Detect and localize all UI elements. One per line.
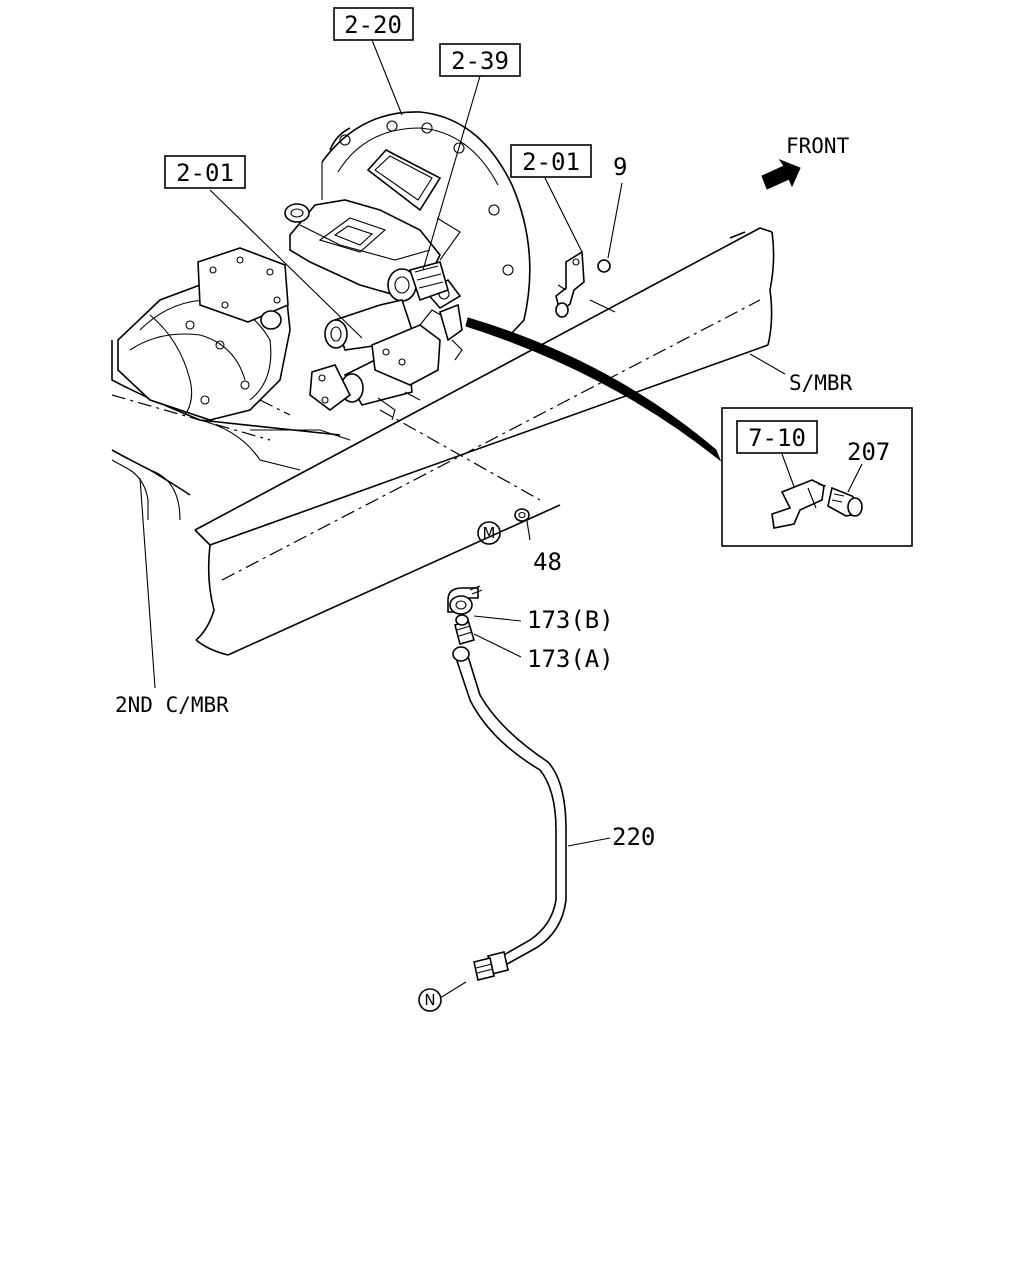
- ref-2-20-label: 2-20: [344, 11, 402, 39]
- clutch-housing: [321, 111, 531, 336]
- ref-2-01-right-label: 2-01: [522, 148, 580, 176]
- part-48-oring: [514, 508, 530, 522]
- ref-box-7-10[interactable]: 7-10: [736, 420, 818, 454]
- frame-bracket: [555, 250, 611, 318]
- second-cross-member: [111, 340, 351, 521]
- marker-n: N: [418, 988, 442, 1012]
- part-label-207: 207: [847, 438, 890, 466]
- part-173a-nipple: [454, 614, 475, 645]
- part-label-9: 9: [613, 153, 627, 181]
- leader-2nd-cmbr: [139, 477, 156, 689]
- side-member-label: S/MBR: [789, 371, 853, 395]
- marker-m-letter: M: [483, 524, 496, 542]
- part-label-173a: 173(A): [527, 645, 614, 673]
- ref-7-10-label: 7-10: [748, 424, 806, 452]
- part-220-pipe: [452, 646, 567, 981]
- ref-2-01-left-label: 2-01: [176, 159, 234, 187]
- front-indicator: FRONT: [761, 134, 850, 190]
- ref-box-2-39[interactable]: 2-39: [439, 43, 521, 77]
- detail-callout-box: 7-10 207: [721, 407, 913, 547]
- front-label: FRONT: [786, 134, 850, 158]
- ref-box-2-01-right[interactable]: 2-01: [510, 144, 592, 178]
- marker-m: M: [477, 521, 501, 545]
- part-label-48: 48: [533, 548, 562, 576]
- hose-to-detail-callout: [465, 317, 722, 462]
- marker-n-letter: N: [424, 991, 435, 1009]
- ref-box-2-20[interactable]: 2-20: [333, 7, 414, 41]
- part-label-173b: 173(B): [527, 606, 614, 634]
- leader-lines: [209, 39, 786, 999]
- side-member-rail: [194, 227, 775, 656]
- ref-2-39-label: 2-39: [451, 47, 509, 75]
- shift-actuator-assembly: [309, 261, 463, 421]
- arrow-upright-icon: [761, 158, 801, 190]
- second-cross-member-label: 2ND C/MBR: [115, 693, 229, 717]
- part-label-220: 220: [612, 823, 655, 851]
- ref-box-2-01-left[interactable]: 2-01: [164, 155, 246, 189]
- transmission-body: [117, 199, 441, 421]
- part-173b-elbow: [447, 585, 483, 615]
